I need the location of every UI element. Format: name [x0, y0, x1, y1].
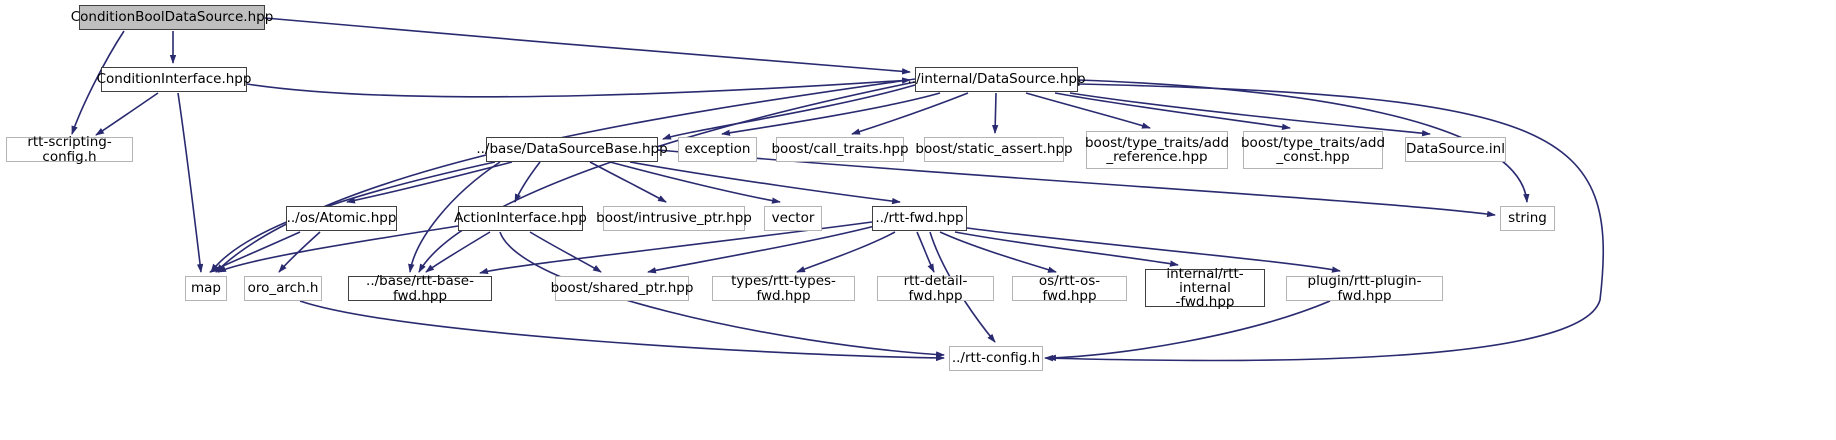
- edge-dsb-to-intrusive: [589, 161, 667, 203]
- edge-ds-to-inl: [1069, 92, 1431, 137]
- node-conditioninterface-hpp[interactable]: ConditionInterface.hpp: [97, 67, 251, 92]
- node-boost-shared-ptr-hpp[interactable]: boost/shared_ptr.hpp: [551, 276, 693, 301]
- edge-dsb-to-string: [657, 149, 1496, 218]
- edge-dsb-to-atomic: [346, 161, 513, 204]
- edge-pluginfwd-to-rttconfig: [1047, 300, 1331, 361]
- edge-ds-to-exception: [721, 92, 941, 136]
- node-rtt-fwd-hpp[interactable]: ../rtt-fwd.hpp: [872, 206, 967, 231]
- edge-dsb-to-rttfwd: [629, 161, 901, 205]
- node-boost-type-traits-add-const-hpp[interactable]: boost/type_traits/add _const.hpp: [1241, 131, 1385, 169]
- edge-atomic-to-map: [209, 231, 301, 273]
- edge-ds-to-map: [215, 78, 916, 273]
- node-oro-arch-h[interactable]: oro_arch.h: [244, 276, 322, 301]
- edge-ds-to-staticassert: [992, 92, 999, 134]
- edge-ds-to-addconst: [1054, 92, 1291, 131]
- edge-rttfwd-to-pluginfwd: [966, 227, 1341, 273]
- edge-dsb-to-actioniface: [514, 161, 541, 203]
- node-plugin-rtt-plugin-fwd-hpp[interactable]: plugin/rtt-plugin-fwd.hpp: [1286, 274, 1443, 303]
- node-base-datasourcebase-hpp[interactable]: ../base/DataSourceBase.hpp: [476, 137, 668, 162]
- node-base-rtt-base-fwd-hpp[interactable]: ../base/rtt-base-fwd.hpp: [348, 274, 492, 303]
- edge-rttfwd-to-detailfwd: [916, 231, 935, 273]
- edge-oroarch-to-rttconfig: [299, 300, 945, 362]
- edge-atomic-to-oroarch: [278, 231, 321, 273]
- node-boost-type-traits-add-reference-hpp[interactable]: boost/type_traits/add _reference.hpp: [1085, 131, 1229, 169]
- edge-ai-to-sharedptr: [529, 231, 602, 273]
- edge-ci-to-map: [177, 92, 204, 273]
- edge-dsb-to-vector: [609, 161, 781, 204]
- edge-ci-to-datasource: [246, 77, 911, 98]
- node-os-rtt-os-fwd-hpp[interactable]: os/rtt-os-fwd.hpp: [1012, 274, 1127, 303]
- node-types-rtt-types-fwd-hpp[interactable]: types/rtt-types-fwd.hpp: [712, 274, 855, 303]
- edge-ds-to-basefwd: [418, 81, 916, 273]
- edge-rttfwd-to-typesfwd: [796, 231, 896, 273]
- edge-ds-to-dsbase: [662, 84, 916, 140]
- node-vector[interactable]: vector: [764, 206, 822, 231]
- edge-ai-to-basefwd: [425, 231, 491, 273]
- node-rtt-detail-fwd-hpp[interactable]: rtt-detail-fwd.hpp: [877, 274, 994, 303]
- node-boost-intrusive-ptr-hpp[interactable]: boost/intrusive_ptr.hpp: [596, 206, 752, 231]
- edge-ds-to-string: [1077, 79, 1530, 203]
- node-rtt-config-h[interactable]: ../rtt-config.h: [949, 346, 1043, 371]
- edge-dsb-to-basefwd: [408, 161, 501, 273]
- node-boost-static-assert-hpp[interactable]: boost/static_assert.hpp: [915, 137, 1073, 162]
- node-conditionbooldatasource-hpp[interactable]: ConditionBoolDataSource.hpp: [71, 5, 273, 30]
- edge-rttfwd-to-sharedptr: [647, 225, 876, 274]
- edge-root-to-rtt-scripting-config: [71, 30, 125, 135]
- node-os-atomic-hpp[interactable]: ../os/Atomic.hpp: [286, 206, 397, 231]
- edge-rttfwd-to-basefwd: [479, 221, 873, 275]
- edge-ds-to-calltraits: [851, 92, 969, 135]
- edge-ds-to-addref: [1025, 92, 1151, 129]
- edge-root-to-datasource: [264, 17, 911, 75]
- edge-ai-to-map: [217, 225, 459, 273]
- node-boost-call-traits-hpp[interactable]: boost/call_traits.hpp: [771, 137, 909, 162]
- node-internal-rtt-internal-fwd-hpp[interactable]: internal/rtt-internal -fwd.hpp: [1145, 267, 1265, 309]
- edge-rttfwd-to-osfwd: [939, 231, 1057, 273]
- edge-ci-to-config: [95, 92, 159, 136]
- node-datasource-inl[interactable]: DataSource.inl: [1405, 137, 1506, 162]
- node-string[interactable]: string: [1500, 206, 1555, 231]
- node-actioninterface-hpp[interactable]: ActionInterface.hpp: [454, 206, 587, 231]
- edge-rttfwd-to-internalfwd: [954, 231, 1179, 267]
- node-exception[interactable]: exception: [678, 137, 757, 162]
- edge-ai-to-rttconfig: [499, 231, 945, 358]
- node-rtt-scripting-config-h[interactable]: rtt-scripting-config.h: [6, 135, 133, 164]
- edge-ds-to-rttconfig: [1044, 83, 1605, 362]
- node-internal-datasource-hpp[interactable]: ../internal/DataSource.hpp: [907, 67, 1086, 92]
- node-map[interactable]: map: [185, 276, 227, 301]
